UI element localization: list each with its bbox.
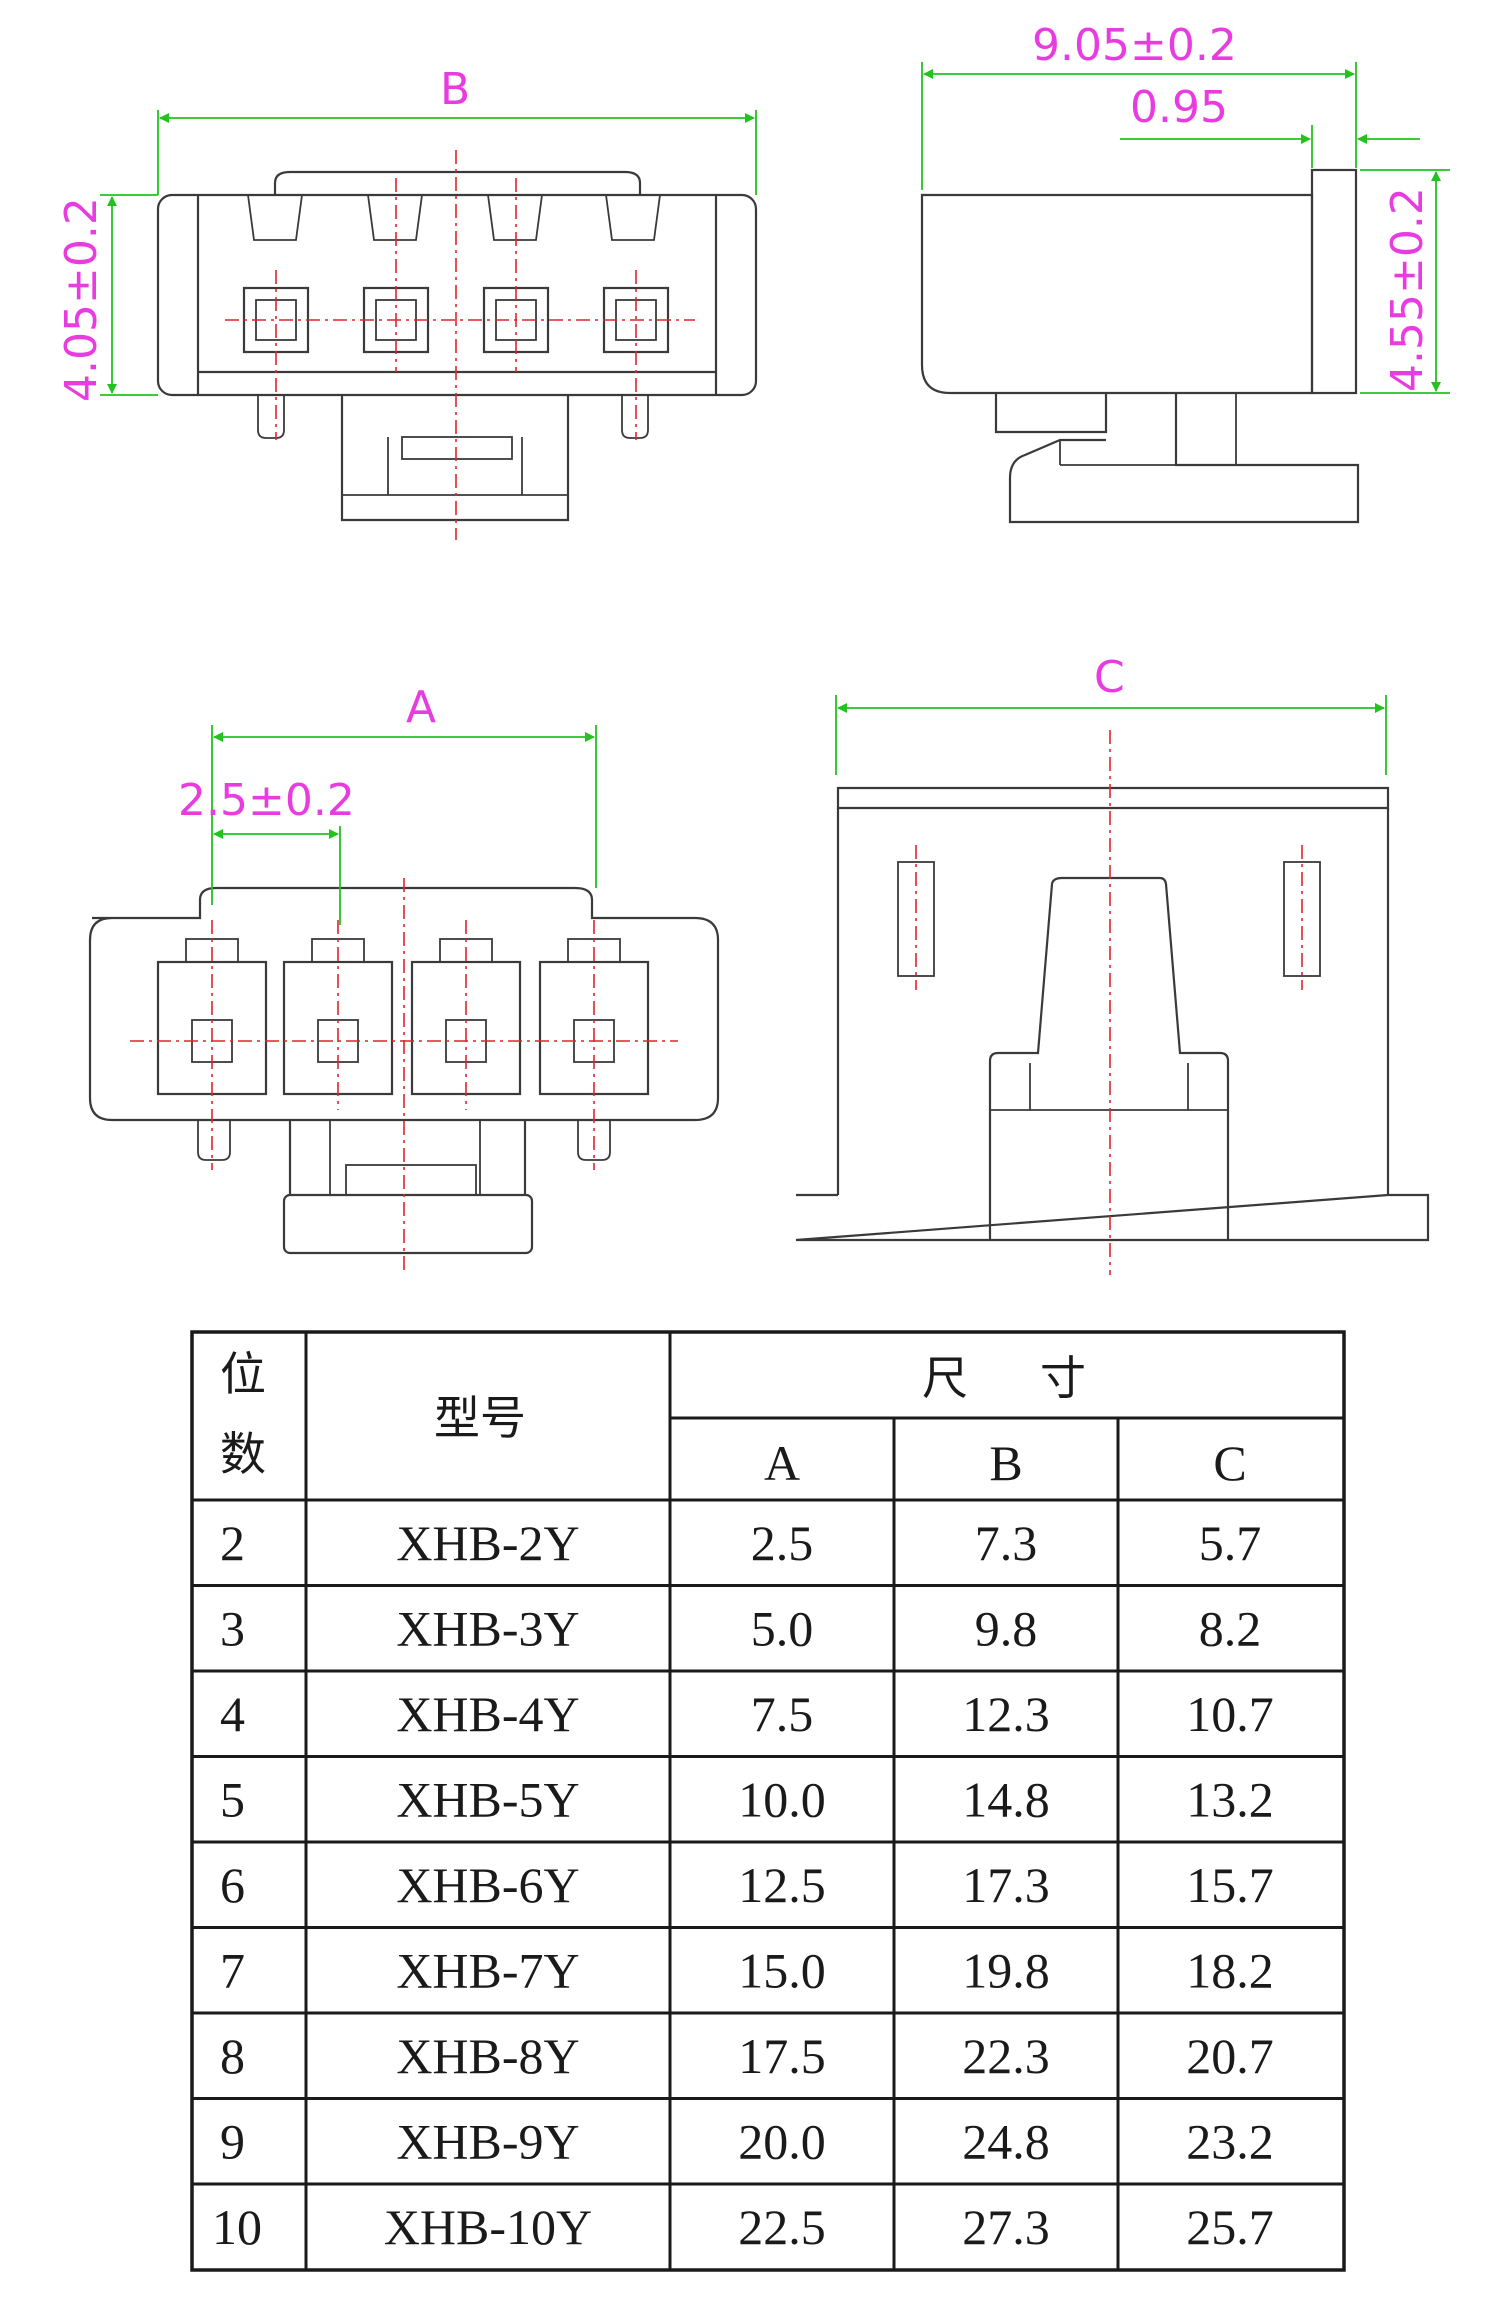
header-positions-line2: 数 — [220, 1427, 266, 1481]
cell-model: XHB-2Y — [396, 1515, 579, 1571]
cell-c: 13.2 — [1186, 1772, 1274, 1828]
dim-a-label: A — [406, 682, 436, 733]
cell-a: 22.5 — [738, 2199, 826, 2255]
cell-a: 20.0 — [738, 2114, 826, 2170]
header-size-1: 尺 — [922, 1351, 968, 1405]
dimension-table: 位 数 型号 尺 寸 A B C 2 XHB-2Y 2.5 7.3 5.7 3 XHB-3Y… — [190, 1330, 1346, 2272]
cell-b: 27.3 — [962, 2199, 1050, 2255]
cell-a: 12.5 — [738, 1857, 826, 1913]
cell-model: XHB-8Y — [396, 2028, 579, 2084]
cell-pos: 8 — [220, 2028, 245, 2084]
header-col-b: B — [989, 1435, 1022, 1491]
cell-b: 24.8 — [962, 2114, 1050, 2170]
cell-b: 19.8 — [962, 1943, 1050, 1999]
cell-pos: 9 — [220, 2114, 245, 2170]
cell-model: XHB-6Y — [396, 1857, 579, 1913]
dim-side-step: 0.95 — [1130, 82, 1228, 133]
cell-b: 22.3 — [962, 2028, 1050, 2084]
cell-c: 5.7 — [1199, 1515, 1262, 1571]
cell-b: 17.3 — [962, 1857, 1050, 1913]
front-dimensions: B 4.05±0.2 — [56, 64, 757, 402]
cell-model: XHB-7Y — [396, 1943, 579, 1999]
front-view — [156, 150, 758, 540]
side-dimensions: 9.05±0.2 0.95 4.55±0.2 — [921, 20, 1450, 394]
table-row: 3 XHB-3Y 5.0 9.8 8.2 — [220, 1601, 1261, 1657]
cell-pos: 4 — [220, 1686, 245, 1742]
cell-pos: 7 — [220, 1943, 245, 1999]
header-model: 型号 — [434, 1391, 526, 1445]
end-dimensions: C — [835, 652, 1387, 775]
bottom-cavities — [156, 938, 650, 1096]
cell-b: 7.3 — [975, 1515, 1038, 1571]
cell-c: 23.2 — [1186, 2114, 1274, 2170]
cell-model: XHB-3Y — [396, 1601, 579, 1657]
cell-a: 10.0 — [738, 1772, 826, 1828]
dim-c-label: C — [1094, 652, 1125, 703]
table-rows: 2 XHB-2Y 2.5 7.3 5.7 3 XHB-3Y 5.0 9.8 8.2 4 XHB-4Y 7… — [192, 1498, 1344, 2255]
dim-side-depth: 9.05±0.2 — [1032, 20, 1237, 71]
end-view — [795, 730, 1430, 1275]
side-view — [920, 168, 1360, 524]
header-positions-line1: 位 — [220, 1347, 266, 1401]
cell-model: XHB-4Y — [396, 1686, 579, 1742]
cell-b: 9.8 — [975, 1601, 1038, 1657]
cell-b: 12.3 — [962, 1686, 1050, 1742]
cell-c: 15.7 — [1186, 1857, 1274, 1913]
cell-pos: 5 — [220, 1772, 245, 1828]
cell-a: 5.0 — [751, 1601, 814, 1657]
cell-c: 8.2 — [1199, 1601, 1262, 1657]
cell-pos: 6 — [220, 1857, 245, 1913]
cell-a: 15.0 — [738, 1943, 826, 1999]
dim-front-height: 4.05±0.2 — [56, 197, 107, 402]
dim-pitch: 2.5±0.2 — [178, 775, 355, 826]
cell-b: 14.8 — [962, 1772, 1050, 1828]
cell-pos: 2 — [220, 1515, 245, 1571]
cell-model: XHB-10Y — [384, 2199, 592, 2255]
table-row: 8 XHB-8Y 17.5 22.3 20.7 — [220, 2028, 1274, 2084]
cell-c: 10.7 — [1186, 1686, 1274, 1742]
header-col-a: A — [764, 1435, 800, 1491]
table-row: 4 XHB-4Y 7.5 12.3 10.7 — [220, 1686, 1274, 1742]
dim-side-height: 4.55±0.2 — [1382, 187, 1433, 392]
cell-a: 2.5 — [751, 1515, 814, 1571]
cell-a: 7.5 — [751, 1686, 814, 1742]
cell-model: XHB-5Y — [396, 1772, 579, 1828]
bottom-dimensions: A 2.5±0.2 — [178, 682, 597, 925]
cell-pos: 3 — [220, 1601, 245, 1657]
table-row: 7 XHB-7Y 15.0 19.8 18.2 — [220, 1943, 1274, 1999]
cell-c: 25.7 — [1186, 2199, 1274, 2255]
table-row: 6 XHB-6Y 12.5 17.3 15.7 — [220, 1857, 1274, 1913]
dim-b-label: B — [440, 64, 470, 115]
cell-model: XHB-9Y — [396, 2114, 579, 2170]
header-size-2: 寸 — [1040, 1351, 1086, 1405]
header-col-c: C — [1213, 1435, 1246, 1491]
front-latch-notches — [247, 194, 661, 241]
table-row: 2 XHB-2Y 2.5 7.3 5.7 — [220, 1515, 1261, 1571]
table-row: 9 XHB-9Y 20.0 24.8 23.2 — [220, 2114, 1274, 2170]
table-row: 5 XHB-5Y 10.0 14.8 13.2 — [220, 1772, 1274, 1828]
cell-c: 20.7 — [1186, 2028, 1274, 2084]
cell-c: 18.2 — [1186, 1943, 1274, 1999]
cell-a: 17.5 — [738, 2028, 826, 2084]
table-row: 10 XHB-10Y 22.5 27.3 25.7 — [212, 2199, 1274, 2255]
bottom-view — [88, 878, 720, 1270]
cell-pos: 10 — [212, 2199, 262, 2255]
